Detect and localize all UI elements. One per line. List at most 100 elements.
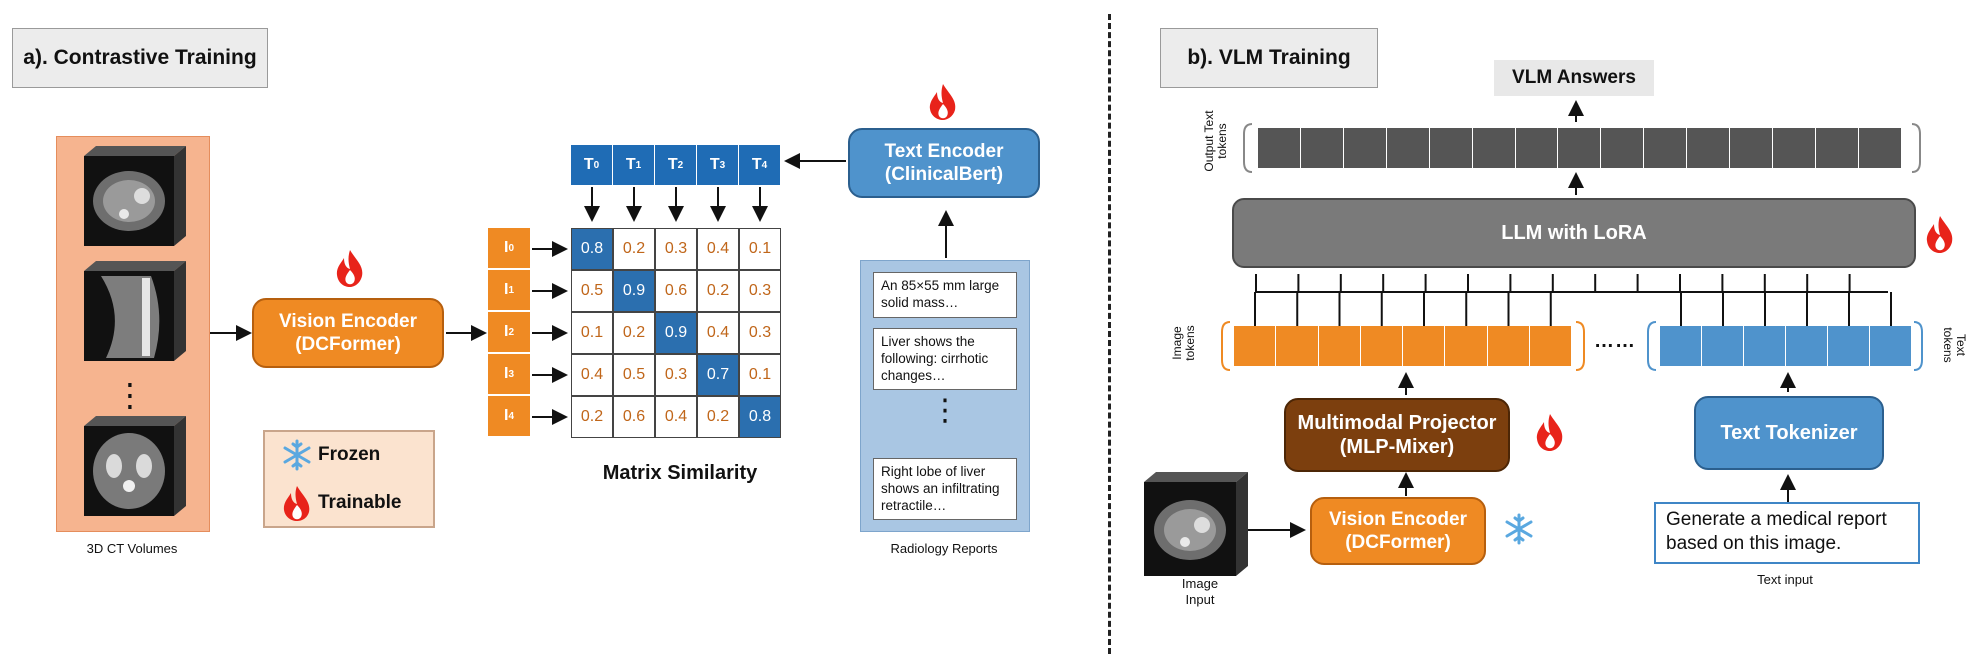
output-token	[1429, 128, 1473, 168]
reports-caption: Radiology Reports	[890, 541, 998, 556]
output-token	[1300, 128, 1344, 168]
output-tokens-label: Output Text tokens	[1202, 110, 1229, 172]
text-token	[1702, 326, 1744, 366]
matrix-cell: 0.5	[571, 270, 613, 312]
image-token-row	[1234, 326, 1572, 366]
flame-icon	[1536, 414, 1563, 451]
vision-encoder-b: Vision Encoder (DCFormer)	[1310, 497, 1486, 565]
text-encoder-line2: (ClinicalBert)	[884, 164, 1004, 185]
matrix-cell: 0.9	[655, 312, 697, 354]
ct-caption: 3D CT Volumes	[86, 541, 178, 556]
vision-encoder-a-line2: (DCFormer)	[295, 334, 401, 355]
output-token	[1730, 128, 1774, 168]
vision-encoder-b-line1: Vision Encoder	[1329, 509, 1467, 530]
snowflake-icon	[283, 439, 311, 471]
output-token	[1773, 128, 1816, 168]
matrix-cell: 0.2	[697, 270, 739, 312]
text-token	[1744, 326, 1786, 366]
report-card: Right lobe of liver shows an infiltratin…	[873, 458, 1017, 520]
matrix-cell: 0.1	[739, 228, 781, 270]
legend-frozen: Frozen	[318, 444, 381, 465]
matrix-cell: 0.2	[613, 312, 655, 354]
report-card: Liver shows the following: cirrhotic cha…	[873, 328, 1017, 390]
panel-b-title: b). VLM Training	[1160, 28, 1378, 88]
reports-ellipsis: ⋮	[930, 394, 960, 427]
ct-ellipsis: ⋮	[114, 377, 146, 413]
output-token	[1858, 128, 1902, 168]
output-token	[1558, 128, 1602, 168]
text-tokens-brace	[1647, 321, 1923, 371]
flame-icon	[336, 250, 363, 287]
flame-icon	[929, 84, 956, 120]
output-token	[1687, 128, 1731, 168]
matrix-cell: 0.4	[697, 228, 739, 270]
matrix-cell: 0.6	[655, 270, 697, 312]
output-token	[1386, 128, 1430, 168]
text-tokens-label: Text tokens	[1941, 327, 1968, 363]
panel-a-title: a). Contrastive Training	[12, 28, 268, 88]
matrix-cell: 0.3	[655, 228, 697, 270]
matrix-cell: 0.7	[697, 354, 739, 396]
flame-icon	[1926, 216, 1953, 253]
panel-divider	[1108, 14, 1111, 654]
image-token	[1234, 326, 1277, 366]
image-token	[1403, 326, 1446, 366]
text-encoder-line1: Text Encoder	[884, 141, 1004, 162]
matrix-cell: 0.2	[613, 228, 655, 270]
image-token	[1318, 326, 1361, 366]
vision-encoder-b-line2: (DCFormer)	[1345, 532, 1451, 553]
matrix-cell: 0.3	[739, 312, 781, 354]
llm-with-lora: LLM with LoRA	[1232, 198, 1916, 268]
output-token	[1515, 128, 1559, 168]
matrix-cell: 0.3	[655, 354, 697, 396]
matrix-cell: 0.1	[739, 354, 781, 396]
ct-volume-icon	[1144, 472, 1248, 576]
text-token	[1786, 326, 1828, 366]
image-token	[1445, 326, 1488, 366]
matrix-cell: 0.4	[655, 396, 697, 438]
report-card: An 85×55 mm large solid mass…	[873, 272, 1017, 318]
matrix-cell: 0.8	[571, 228, 613, 270]
image-token	[1487, 326, 1530, 366]
multimodal-projector: Multimodal Projector (MLP-Mixer)	[1284, 398, 1510, 472]
text-tokenizer: Text Tokenizer	[1694, 396, 1884, 470]
text-encoder: Text Encoder (ClinicalBert)	[848, 128, 1040, 198]
image-token	[1529, 326, 1572, 366]
text-input-prompt[interactable]: Generate a medical report based on this …	[1654, 502, 1920, 564]
output-token	[1472, 128, 1516, 168]
text-token	[1828, 326, 1870, 366]
output-token	[1343, 128, 1387, 168]
matrix-cell: 0.5	[613, 354, 655, 396]
matrix-cell: 0.2	[571, 396, 613, 438]
matrix-cell: 0.1	[571, 312, 613, 354]
snowflake-icon	[1505, 513, 1533, 545]
image-token	[1276, 326, 1319, 366]
image-input-caption: Image Input	[1181, 576, 1219, 607]
image-tokens-label: Image tokens	[1170, 325, 1197, 361]
vision-encoder-a: Vision Encoder (DCFormer)	[252, 298, 444, 368]
projector-line2: (MLP-Mixer)	[1339, 436, 1455, 458]
panel-b-arrows	[1248, 100, 1892, 538]
legend-trainable: Trainable	[318, 492, 402, 513]
matrix-caption: Matrix Similarity	[602, 462, 758, 484]
ct-volume-icon	[84, 146, 186, 246]
text-token	[1870, 326, 1912, 366]
output-brace	[1243, 123, 1921, 173]
ct-volume-icon	[84, 416, 186, 516]
ct-volume-stack: ⋮	[84, 146, 186, 516]
tokens-ellipsis: ……	[1594, 330, 1636, 352]
output-token	[1601, 128, 1645, 168]
text-token-row-b	[1660, 326, 1912, 366]
